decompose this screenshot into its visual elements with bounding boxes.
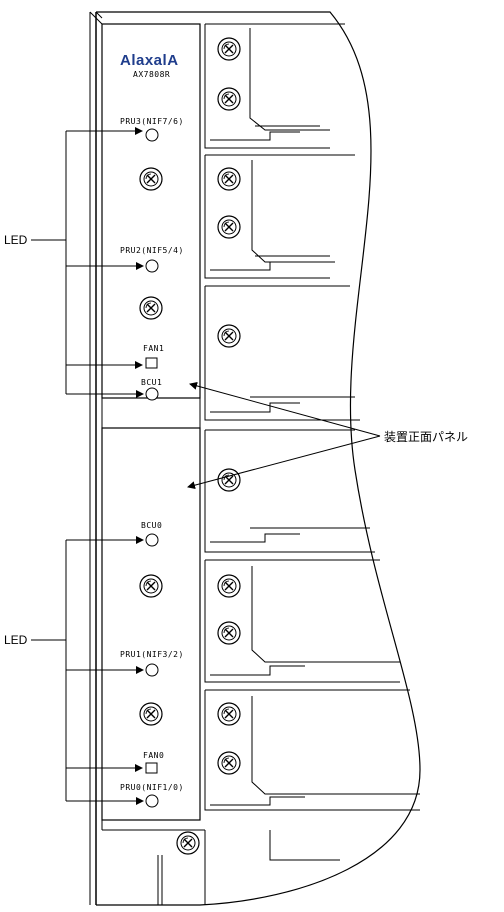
module-screw-icon [217,751,241,775]
bcu1-label: BCU1 [141,378,163,387]
chassis-edge [89,11,103,905]
led-callout-lines-bottom [31,536,144,805]
pru2-label: PRU2(NIF5/4) [120,246,184,255]
module-screw-icon [217,324,241,348]
fan0-label: FAN0 [143,751,165,760]
panel-screw-icon [139,296,163,320]
bcu1-led-icon [145,387,159,401]
pru3-led-icon [145,128,159,142]
module-screw-icon [217,574,241,598]
led-indicators [145,128,159,808]
led-callout-top: LED [4,233,28,247]
module-screw-icon [217,702,241,726]
panel-screw-icon [139,702,163,726]
panel-callout-lines [187,381,381,490]
panel-gap [101,398,205,905]
module-screw-icon [217,37,241,61]
fan1-label: FAN1 [143,344,165,353]
bcu0-label: BCU0 [141,521,163,530]
pru0-led-icon [145,794,159,808]
module-screw-icon [217,215,241,239]
model-label: AX7808R [133,70,171,79]
pru1-label: PRU1(NIF3/2) [120,650,184,659]
pru1-led-icon [145,663,159,677]
module-rack [204,23,420,905]
led-callout-bottom: LED [4,633,28,647]
led-callout-lines-top [31,127,144,398]
module-screw-icon [217,87,241,111]
fan1-led-icon [145,357,158,369]
front-panel-upper [101,23,201,399]
pru3-label: PRU3(NIF7/6) [120,117,184,126]
panel-screw-icon [139,167,163,191]
front-panel-callout: 装置正面パネル [384,430,469,444]
fan0-led-icon [145,762,158,774]
module-screw-icon [217,621,241,645]
front-panel-lower [101,427,201,821]
panel-screw-icon [176,831,200,855]
pru0-label: PRU0(NIF1/0) [120,783,184,792]
break-curve [96,11,421,906]
brand-logo: AlaxalA [120,52,179,69]
pru2-led-icon [145,259,159,273]
bcu0-led-icon [145,533,159,547]
module-screw-icon [217,468,241,492]
module-screw-icon [217,167,241,191]
panel-screw-icon [139,574,163,598]
